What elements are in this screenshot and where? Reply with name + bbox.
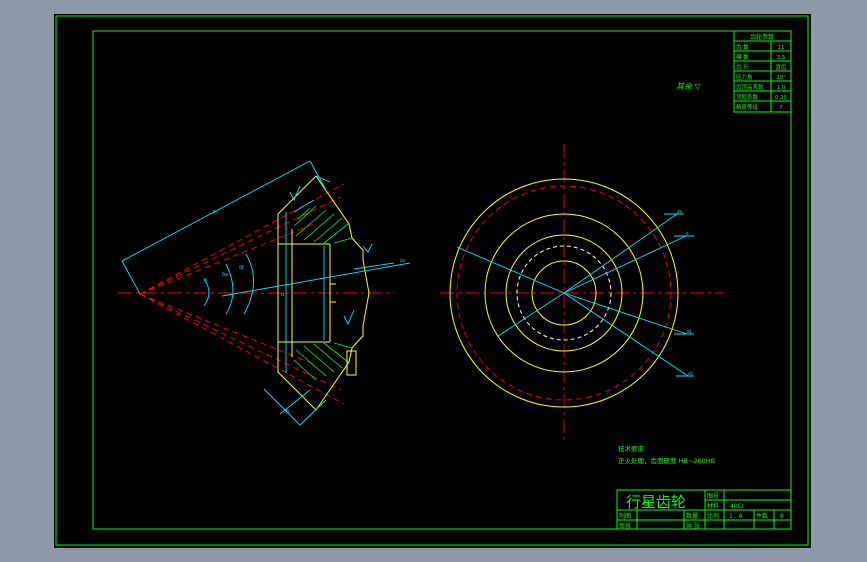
dim-text-dia: d [281, 292, 284, 298]
cad-viewport[interactable]: R b δ δa δf d da da d d1 d2 [54, 14, 811, 548]
dim-tip-leader [221, 262, 411, 297]
tb-label-drawing-no: 图号 [707, 493, 719, 500]
tech-req-heading: 技术要求 [618, 444, 645, 453]
title-block: 行星齿轮 图号 材料 40Cr 比例 1 . 4 件数 8 数量 共 张 制图 … [616, 489, 792, 530]
dim-angle-arc-1 [203, 278, 210, 307]
inner-border [92, 30, 792, 530]
param-name-5: 顶隙系数 [736, 93, 759, 101]
dim-text-a1: δ [204, 278, 207, 284]
leader-5 [456, 246, 565, 294]
dim-cone-distance [121, 160, 311, 262]
hidden-circle [516, 245, 612, 341]
tb-label-qty: 件数 [756, 512, 768, 520]
dim-ext-1 [121, 260, 141, 295]
leader-1 [563, 213, 678, 294]
param-value-6: 7 [779, 105, 783, 111]
dim-text-tip: da [400, 258, 406, 263]
hatching-bottom [293, 342, 353, 381]
param-name-1: 模 数 [736, 53, 749, 61]
side-view: R b δ δa δf d da [118, 160, 411, 426]
dim-text-width: b [286, 409, 289, 415]
tb-qty-value: 8 [780, 513, 784, 520]
param-name-2: 齿 形 [736, 63, 749, 71]
tip-circle [449, 178, 679, 408]
param-name-4: 齿顶高系数 [736, 83, 764, 91]
outer-border [55, 15, 809, 546]
param-value-3: 20° [776, 75, 786, 81]
leader-4 [563, 292, 689, 377]
hub-step [346, 350, 357, 376]
face-cone-lower [139, 293, 345, 405]
tb-label-checked: 审核 [619, 522, 631, 530]
tb-scale-value: 1 . 4 [729, 513, 743, 520]
param-value-4: 1.0 [777, 85, 786, 91]
root-cone-upper [139, 222, 317, 295]
hub-circle [505, 234, 623, 352]
dim-angle-arc-3 [243, 253, 254, 315]
dim-ext-4 [299, 399, 327, 426]
tech-req-line: 正火处理，齿面硬度 HB~260HB [618, 456, 715, 465]
param-name-3: 压力角 [736, 73, 753, 81]
pitch-circle [456, 185, 672, 401]
tb-label-count: 数量 [686, 512, 698, 520]
param-name-0: 齿 数 [736, 43, 749, 51]
param-name-6: 精度等级 [736, 103, 759, 111]
dim-text-a2: δa [222, 272, 228, 278]
leader-2 [563, 235, 687, 294]
dim-ext-5 [293, 199, 315, 213]
leader-6 [497, 292, 565, 337]
param-value-2: 直齿 [775, 63, 787, 71]
leader-3 [563, 292, 688, 335]
hatching-top [293, 205, 353, 244]
leader-text-3: d1 [687, 329, 693, 334]
surface-note: 其余 ▽ [676, 82, 702, 91]
front-view: da d d1 d2 [440, 144, 724, 444]
root-cone-lower [139, 293, 317, 366]
pitch-cone-upper [139, 196, 342, 295]
param-table-header: 齿轮参数 [750, 33, 774, 41]
tb-material-value: 40Cr [730, 503, 745, 510]
surface-mark-right [362, 243, 373, 253]
dim-tip-leader-2 [353, 262, 395, 270]
leader-text-4: d2 [688, 371, 694, 376]
pitch-cone-lower [139, 293, 342, 391]
surface-mark-mid [343, 309, 355, 326]
dim-angle-arc-2 [225, 263, 234, 315]
surface-mark-top [289, 185, 301, 202]
param-value-0: 11 [778, 45, 785, 51]
dim-text-cone: R [212, 209, 218, 216]
gear-section-outline [277, 175, 370, 411]
dim-text-a3: δf [239, 265, 244, 271]
bore-circle [531, 260, 597, 326]
tb-label-drawn: 制图 [619, 512, 631, 520]
tb-label-material: 材料 [707, 502, 719, 510]
dim-ext-6 [315, 175, 331, 183]
tb-label-sheets: 共 张 [686, 522, 700, 530]
dim-ext-3 [263, 388, 301, 426]
leader-text-1: da [677, 209, 683, 214]
back-circle [484, 213, 644, 373]
leader-text-2: d [686, 231, 689, 236]
gear-drawing: R b δ δa δf d da da d d1 d2 [55, 15, 809, 546]
param-value-1: 3.5 [777, 55, 786, 61]
tb-label-scale: 比例 [707, 512, 719, 520]
dim-face-width [279, 389, 311, 415]
dim-ext-2 [309, 160, 327, 191]
drawing-title: 行星齿轮 [626, 493, 686, 511]
param-value-5: 0.25 [775, 95, 788, 101]
